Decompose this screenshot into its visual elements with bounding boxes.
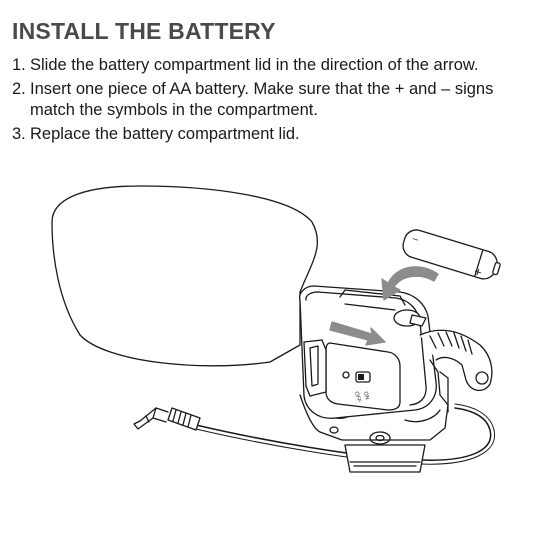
instruction-step-1: 1. Slide the battery compartment lid in … <box>12 55 542 76</box>
page-title: INSTALL THE BATTERY <box>12 18 276 44</box>
battery-minus-label: – <box>411 233 420 245</box>
step-number: 3. <box>12 125 26 143</box>
insert-arrow-icon <box>381 266 439 301</box>
microphone-illustration: – + OFF ON <box>51 185 501 473</box>
aa-battery <box>402 229 501 280</box>
switch-off-label: OFF <box>353 391 362 404</box>
instruction-list: 1. Slide the battery compartment lid in … <box>12 55 542 148</box>
step-text: Insert one piece of AA battery. Make sur… <box>30 80 494 119</box>
step-text: Slide the battery compartment lid in the… <box>30 56 479 74</box>
slide-arrow-icon <box>329 321 386 346</box>
instruction-step-2: 2. Insert one piece of AA battery. Make … <box>12 79 542 121</box>
switch-on-label: ON <box>362 391 370 401</box>
audio-cable <box>195 407 492 461</box>
step-number: 1. <box>12 56 26 74</box>
windscreen-foam <box>51 185 318 367</box>
instruction-step-3: 3. Replace the battery compartment lid. <box>12 124 542 145</box>
step-text: Replace the battery compartment lid. <box>30 125 300 143</box>
shoe-mount <box>299 394 449 473</box>
step-number: 2. <box>12 80 26 98</box>
microphone-body <box>299 285 493 419</box>
jack-plug <box>133 407 201 431</box>
battery-plus-label: + <box>472 264 484 281</box>
